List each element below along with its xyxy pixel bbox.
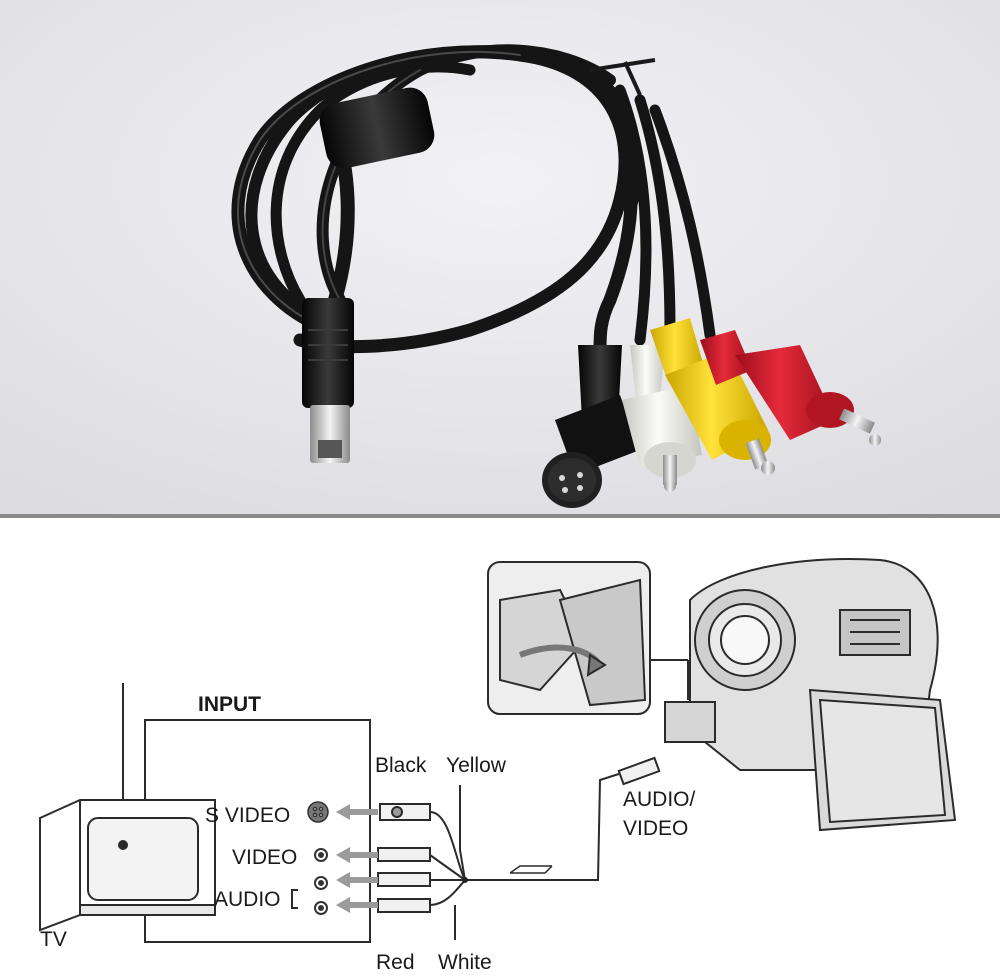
video-port-label: VIDEO	[232, 846, 297, 869]
black-wire-label: Black	[375, 754, 427, 777]
connection-diagram: INPUT TV S VIDEO VIDEO AUDIO Black Yello…	[0, 518, 1000, 978]
audio-port-label: AUDIO	[214, 888, 281, 911]
tv-label: TV	[40, 928, 67, 951]
av-jack-label-line2: VIDEO	[623, 817, 688, 840]
red-rca-plug	[700, 330, 881, 446]
s-video-port-label: S VIDEO	[205, 804, 290, 827]
audio-jack-right	[314, 901, 328, 915]
s-video-jack	[307, 801, 329, 823]
ferrite-core	[319, 87, 435, 169]
yellow-rca-plug	[650, 318, 775, 475]
white-wire-label: White	[438, 951, 492, 974]
yellow-wire-label: Yellow	[446, 754, 507, 777]
s-video-plug	[542, 345, 640, 508]
multi-av-connector	[302, 298, 354, 463]
audio-jack-left	[314, 876, 328, 890]
video-jack	[314, 848, 328, 862]
cable-product-photo	[0, 0, 1000, 514]
panel-divider	[0, 514, 1000, 518]
input-label: INPUT	[198, 693, 261, 716]
cable-coil	[231, 44, 716, 357]
av-jack-label-line1: AUDIO/	[623, 788, 696, 811]
signal-arrows	[336, 804, 378, 913]
white-rca-plug	[622, 345, 702, 492]
red-wire-label: Red	[376, 951, 415, 974]
